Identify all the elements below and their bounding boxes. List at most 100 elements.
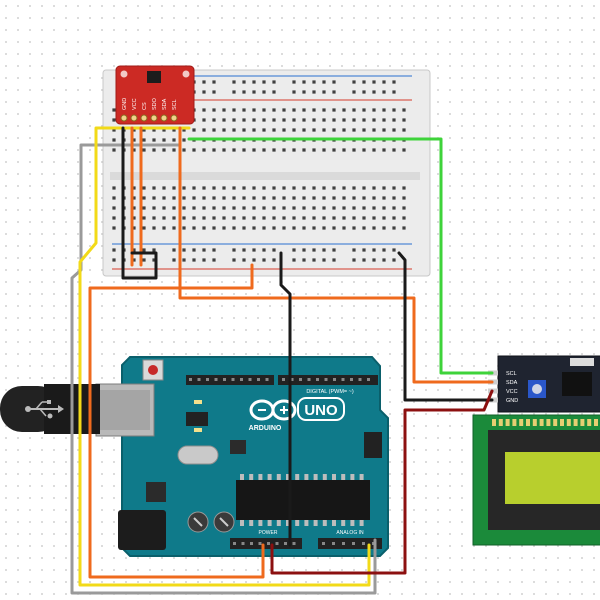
breadboard-hole[interactable] xyxy=(282,206,286,210)
rail-hole[interactable] xyxy=(392,248,396,252)
digital-pin[interactable] xyxy=(290,378,294,381)
breadboard-hole[interactable] xyxy=(242,186,246,190)
breadboard-hole[interactable] xyxy=(112,196,116,200)
breadboard-hole[interactable] xyxy=(202,196,206,200)
rail-hole[interactable] xyxy=(242,80,246,84)
breadboard-hole[interactable] xyxy=(322,148,326,152)
lcd-pin[interactable] xyxy=(566,419,571,426)
breadboard-hole[interactable] xyxy=(132,226,136,230)
digital-pin[interactable] xyxy=(350,378,353,381)
lcd-pin[interactable] xyxy=(526,419,530,426)
breadboard-hole[interactable] xyxy=(372,108,376,112)
breadboard-hole[interactable] xyxy=(302,206,306,210)
breadboard-hole[interactable] xyxy=(112,226,116,230)
rail-hole[interactable] xyxy=(292,248,296,252)
breadboard-hole[interactable] xyxy=(242,196,246,200)
breadboard-hole[interactable] xyxy=(162,196,166,200)
breadboard-hole[interactable] xyxy=(212,196,216,200)
rail-hole[interactable] xyxy=(202,80,206,84)
lcd-pin[interactable] xyxy=(492,419,496,426)
rail-hole[interactable] xyxy=(262,80,266,84)
breadboard-hole[interactable] xyxy=(292,226,296,230)
breadboard-hole[interactable] xyxy=(172,216,176,220)
rail-hole[interactable] xyxy=(272,80,276,84)
breadboard-hole[interactable] xyxy=(192,196,196,200)
digital-pin[interactable] xyxy=(333,378,336,381)
breadboard-hole[interactable] xyxy=(402,108,406,112)
breadboard-hole[interactable] xyxy=(142,216,146,220)
breadboard-hole[interactable] xyxy=(222,128,226,132)
rail-hole[interactable] xyxy=(232,90,236,94)
breadboard-hole[interactable] xyxy=(382,118,386,122)
wire-orange-backpack-vcc[interactable] xyxy=(178,126,494,384)
breadboard-hole[interactable] xyxy=(162,148,166,152)
breadboard-hole[interactable] xyxy=(322,226,326,230)
breadboard-hole[interactable] xyxy=(372,118,376,122)
breadboard-hole[interactable] xyxy=(222,226,226,230)
breadboard-hole[interactable] xyxy=(372,186,376,190)
breadboard-hole[interactable] xyxy=(352,196,356,200)
breadboard-hole[interactable] xyxy=(222,118,226,122)
rail-hole[interactable] xyxy=(372,248,376,252)
breadboard-hole[interactable] xyxy=(332,148,336,152)
rail-hole[interactable] xyxy=(302,90,306,94)
breadboard-hole[interactable] xyxy=(202,118,206,122)
breadboard-hole[interactable] xyxy=(182,226,186,230)
analog-pin[interactable] xyxy=(362,542,365,545)
breadboard-hole[interactable] xyxy=(252,108,256,112)
breadboard-hole[interactable] xyxy=(362,186,366,190)
analog-pin[interactable] xyxy=(322,542,325,545)
breadboard-hole[interactable] xyxy=(132,148,136,152)
breadboard-hole[interactable] xyxy=(112,108,116,112)
rail-hole[interactable] xyxy=(272,90,276,94)
lcd-pin[interactable] xyxy=(560,419,564,426)
breadboard-hole[interactable] xyxy=(322,216,326,220)
power-pin[interactable] xyxy=(258,542,262,545)
analog-pin[interactable] xyxy=(352,542,355,545)
breadboard-hole[interactable] xyxy=(212,118,216,122)
breadboard-hole[interactable] xyxy=(342,118,346,122)
rail-hole[interactable] xyxy=(242,90,246,94)
breadboard-hole[interactable] xyxy=(302,196,306,200)
rail-hole[interactable] xyxy=(292,90,296,94)
breadboard-hole[interactable] xyxy=(302,108,306,112)
sensor-pin[interactable] xyxy=(170,114,178,122)
breadboard-hole[interactable] xyxy=(232,118,236,122)
rail-hole[interactable] xyxy=(372,90,376,94)
power-pin[interactable] xyxy=(292,542,296,545)
rail-hole[interactable] xyxy=(172,248,176,252)
breadboard-hole[interactable] xyxy=(202,216,206,220)
rail-hole[interactable] xyxy=(322,90,326,94)
digital-pin[interactable] xyxy=(240,378,243,381)
sensor-pin[interactable] xyxy=(130,114,138,122)
breadboard-hole[interactable] xyxy=(212,128,216,132)
breadboard-hole[interactable] xyxy=(342,196,346,200)
breadboard-hole[interactable] xyxy=(232,186,236,190)
breadboard-hole[interactable] xyxy=(232,196,236,200)
breadboard-hole[interactable] xyxy=(142,196,146,200)
breadboard-hole[interactable] xyxy=(382,196,386,200)
breadboard-hole[interactable] xyxy=(362,196,366,200)
breadboard-hole[interactable] xyxy=(312,196,316,200)
breadboard-hole[interactable] xyxy=(192,226,196,230)
digital-pin[interactable] xyxy=(367,378,370,381)
breadboard-hole[interactable] xyxy=(222,206,226,210)
breadboard-hole[interactable] xyxy=(262,196,266,200)
rail-hole[interactable] xyxy=(362,90,366,94)
breadboard-hole[interactable] xyxy=(262,118,266,122)
rail-hole[interactable] xyxy=(172,258,176,262)
digital-pin[interactable] xyxy=(189,378,192,381)
digital-pin[interactable] xyxy=(265,378,269,381)
rail-hole[interactable] xyxy=(322,258,326,262)
breadboard-hole[interactable] xyxy=(232,226,236,230)
digital-pin[interactable] xyxy=(316,378,319,381)
breadboard-hole[interactable] xyxy=(352,216,356,220)
breadboard-hole[interactable] xyxy=(322,206,326,210)
rail-hole[interactable] xyxy=(212,248,216,252)
rail-hole[interactable] xyxy=(332,248,336,252)
lcd-pin[interactable] xyxy=(498,419,503,426)
breadboard-hole[interactable] xyxy=(272,206,276,210)
breadboard-hole[interactable] xyxy=(392,118,396,122)
breadboard-hole[interactable] xyxy=(172,226,176,230)
breadboard-hole[interactable] xyxy=(312,216,316,220)
